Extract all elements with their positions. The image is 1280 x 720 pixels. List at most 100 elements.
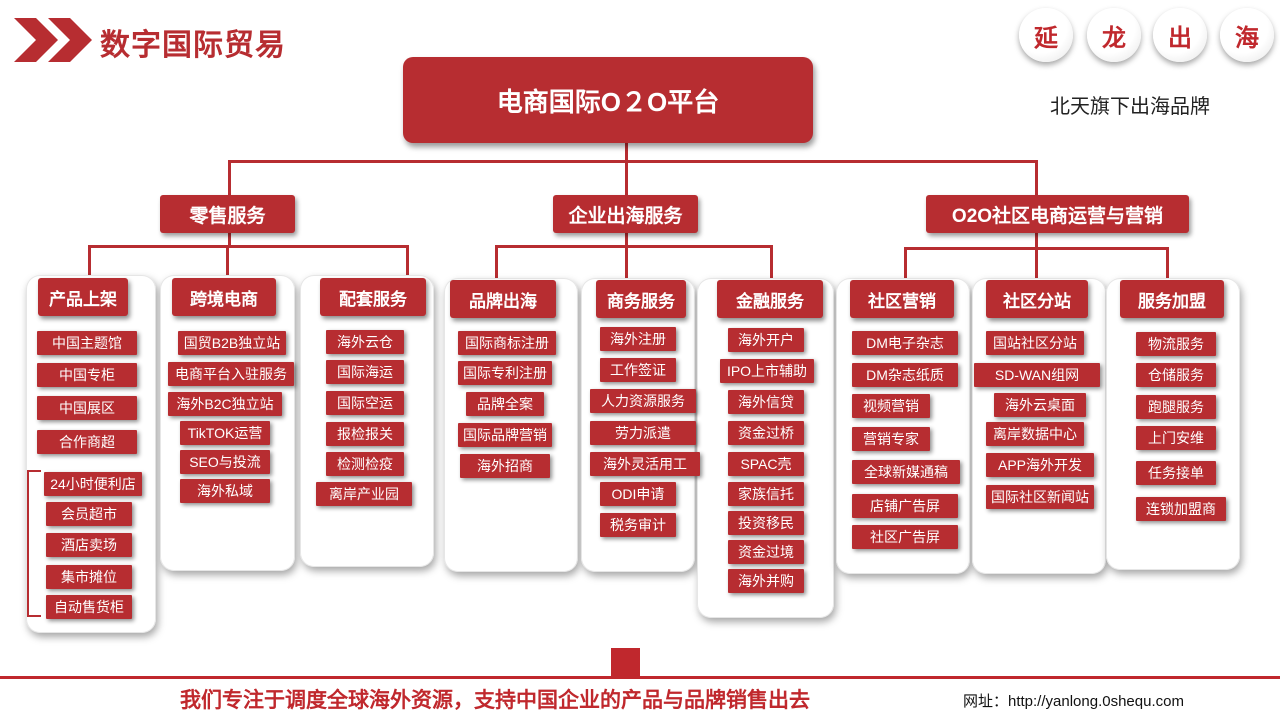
item-node: 连锁加盟商: [1136, 497, 1226, 521]
group-node: 社区营销: [850, 280, 954, 318]
item-node: 投资移民: [728, 511, 804, 535]
item-node: DM电子杂志: [852, 331, 958, 355]
item-node: IPO上市辅助: [720, 359, 814, 383]
item-node: 资金过境: [728, 540, 804, 564]
item-node: 海外云仓: [326, 330, 404, 354]
item-node: 人力资源服务: [590, 389, 696, 413]
group-node: 服务加盟: [1120, 280, 1224, 318]
footer-slogan: 我们专注于调度全球海外资源，支持中国企业的产品与品牌销售出去: [180, 687, 810, 712]
group-node: 社区分站: [986, 280, 1088, 318]
item-node: 离岸数据中心: [986, 422, 1084, 446]
item-node: 劳力派遣: [590, 421, 696, 445]
item-node: 跑腿服务: [1136, 395, 1216, 419]
item-node: 工作签证: [600, 358, 676, 382]
item-node: 酒店卖场: [46, 533, 132, 557]
item-node: SEO与投流: [180, 450, 270, 474]
item-node: 税务审计: [600, 513, 676, 537]
item-node: 上门安维: [1136, 426, 1216, 450]
item-node: 物流服务: [1136, 332, 1216, 356]
connector-line: [1035, 247, 1038, 280]
group-panel: [1106, 278, 1240, 570]
item-node: 海外B2C独立站: [168, 392, 282, 416]
group-node: 商务服务: [596, 280, 686, 318]
connector-line: [88, 245, 91, 278]
section-node-retail: 零售服务: [160, 195, 295, 233]
item-node: 海外信贷: [728, 390, 804, 414]
footer-square: [611, 648, 640, 676]
connector-line: [904, 247, 907, 280]
item-node: 任务接单: [1136, 461, 1216, 485]
item-node: 店铺广告屏: [852, 494, 958, 518]
item-node: 海外私域: [180, 479, 270, 503]
connector-line: [1166, 247, 1169, 280]
bracket-line: [27, 470, 41, 472]
item-node: SD-WAN组网: [974, 363, 1100, 387]
brand-char: 海: [1220, 8, 1274, 62]
group-node: 产品上架: [38, 278, 128, 316]
item-node: 24小时便利店: [44, 472, 142, 496]
item-node: 国际品牌营销: [458, 423, 552, 447]
brand-char: 龙: [1087, 8, 1141, 62]
item-node: 资金过桥: [728, 421, 804, 445]
root-node: 电商国际O２O平台: [403, 57, 813, 143]
bracket-line: [27, 470, 29, 617]
item-node: 海外云桌面: [994, 393, 1086, 417]
item-node: TikTOK运营: [180, 421, 270, 445]
connector-line: [88, 245, 409, 248]
bracket-line: [27, 615, 41, 617]
item-node: 国际商标注册: [458, 331, 556, 355]
item-node: 海外并购: [728, 569, 804, 593]
item-node: 海外开户: [728, 328, 804, 352]
item-node: 报检报关: [326, 422, 404, 446]
item-node: 海外招商: [460, 454, 550, 478]
connector-line: [406, 245, 409, 278]
connector-line: [1035, 160, 1038, 195]
item-node: 国际空运: [326, 391, 404, 415]
item-node: SPAC壳: [728, 452, 804, 476]
connector-line: [228, 160, 1037, 163]
item-node: 离岸产业园: [316, 482, 412, 506]
connector-line: [228, 160, 231, 195]
item-node: 营销专家: [852, 427, 930, 451]
item-node: 检测检疫: [326, 452, 404, 476]
item-node: APP海外开发: [986, 453, 1094, 477]
item-node: ODI申请: [600, 482, 676, 506]
group-node: 金融服务: [717, 280, 823, 318]
connector-line: [625, 233, 628, 247]
group-panel: [300, 275, 434, 567]
item-node: 视频营销: [852, 394, 930, 418]
item-node: 品牌全案: [466, 392, 544, 416]
group-node: 品牌出海: [450, 280, 556, 318]
item-node: 电商平台入驻服务: [168, 362, 294, 386]
item-node: 会员超市: [46, 502, 132, 526]
connector-line: [770, 245, 773, 278]
footer-website: 网址：http://yanlong.0shequ.com: [963, 693, 1184, 710]
item-node: 社区广告屏: [852, 525, 958, 549]
item-node: 集市摊位: [46, 565, 132, 589]
connector-line: [625, 143, 628, 161]
item-node: 国际专利注册: [458, 361, 552, 385]
item-node: 自动售货柜: [46, 595, 132, 619]
section-node-o2o: O2O社区电商运营与营销: [926, 195, 1189, 233]
item-node: 海外注册: [600, 327, 676, 351]
group-node: 配套服务: [320, 278, 426, 316]
connector-line: [625, 160, 628, 195]
connector-line: [226, 245, 229, 278]
item-node: 中国专柜: [37, 363, 137, 387]
item-node: 国站社区分站: [986, 331, 1084, 355]
item-node: 合作商超: [37, 430, 137, 454]
page-title: 数字国际贸易: [100, 29, 286, 62]
item-node: 家族信托: [728, 482, 804, 506]
connector-line: [495, 245, 772, 248]
item-node: 全球新媒通稿: [852, 460, 960, 484]
brand-char: 延: [1019, 8, 1073, 62]
brand-char: 出: [1153, 8, 1207, 62]
connector-line: [495, 245, 498, 278]
section-node-enterprise: 企业出海服务: [553, 195, 698, 233]
item-node: 中国展区: [37, 396, 137, 420]
item-node: 仓储服务: [1136, 363, 1216, 387]
brand-subtitle: 北天旗下出海品牌: [1050, 96, 1210, 118]
item-node: 国贸B2B独立站: [178, 331, 286, 355]
connector-line: [625, 245, 628, 278]
item-node: 国际社区新闻站: [986, 485, 1094, 509]
